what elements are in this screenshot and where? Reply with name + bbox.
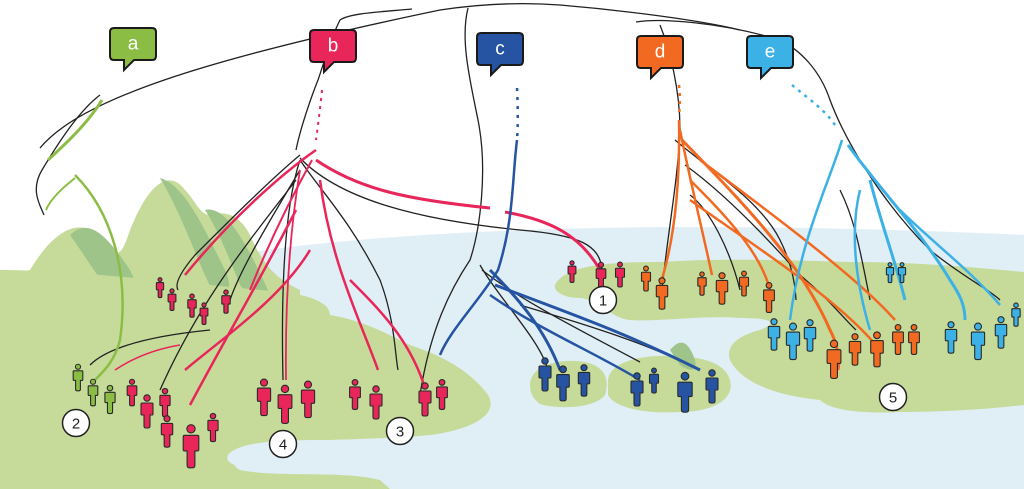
person-icon [705, 369, 719, 404]
marker-circle [61, 408, 91, 438]
person-icon [369, 385, 383, 420]
numbered-markers: 1 2 3 4 5 [61, 285, 908, 459]
person-icon [630, 372, 644, 407]
person-icon [104, 384, 116, 415]
person-icon [767, 318, 781, 351]
person-icon [221, 289, 231, 314]
lineage-label-a: a [109, 27, 157, 73]
person-icon [994, 316, 1008, 349]
person-icon [418, 382, 432, 417]
marker-4: 4 [268, 429, 298, 459]
lineage-label-b: b [309, 29, 357, 75]
marker-5: 5 [878, 382, 908, 412]
person-icon [577, 364, 591, 397]
person-icon [538, 357, 552, 392]
callout-bubble [109, 27, 157, 73]
marker-number: 4 [279, 437, 287, 454]
person-icon [677, 371, 693, 413]
population-figures [72, 260, 1021, 469]
marker-number: 3 [396, 424, 404, 441]
person-icon [256, 378, 272, 417]
lineage-label-text: e [765, 42, 776, 63]
person-icon [207, 412, 219, 443]
marker-circle [878, 382, 908, 412]
lineage-label-e: e [746, 35, 794, 81]
lineage-labels: a b c d e [109, 27, 794, 81]
lineage-a-branches [45, 99, 124, 381]
person-icon [160, 415, 174, 448]
person-icon [648, 367, 660, 394]
person-icon [1011, 302, 1021, 327]
person-icon [892, 323, 904, 355]
lineage-e-branches [788, 84, 1001, 331]
lineage-label-text: d [655, 42, 666, 63]
person-icon [155, 277, 165, 299]
person-icon [908, 323, 920, 355]
lineage-c-branches [438, 87, 701, 382]
person-icon [826, 339, 842, 379]
marker-2: 2 [61, 408, 91, 438]
lineage-label-text: c [495, 39, 505, 60]
person-icon [785, 322, 801, 361]
callout-bubble [746, 35, 794, 81]
person-icon [885, 262, 895, 284]
marker-1: 1 [588, 285, 618, 315]
person-icon [803, 319, 817, 352]
marker-number: 2 [72, 416, 80, 433]
person-icon [655, 277, 669, 310]
person-icon [944, 321, 958, 354]
person-icon [140, 394, 154, 429]
person-icon [715, 272, 729, 305]
person-icon [349, 378, 361, 410]
marker-circle [268, 429, 298, 459]
lineage-label-text: a [128, 34, 139, 55]
person-icon [697, 271, 707, 296]
marker-3: 3 [385, 416, 415, 446]
person-icon [970, 322, 986, 361]
person-icon [167, 288, 177, 311]
lineage-label-d: d [636, 35, 684, 81]
person-icon [763, 281, 775, 313]
person-icon [187, 293, 197, 318]
person-icon [614, 261, 626, 288]
callout-bubble [309, 29, 357, 75]
person-icon [126, 378, 138, 407]
person-icon [567, 260, 577, 283]
lake [227, 439, 381, 469]
person-icon [848, 333, 862, 366]
marker-circle [588, 285, 618, 315]
lineage-b-branches [114, 89, 602, 406]
callout-bubble [636, 35, 684, 81]
person-icon [556, 365, 570, 402]
marker-number: 5 [889, 390, 897, 407]
person-icon [72, 363, 84, 392]
person-icon [897, 262, 907, 284]
person-icon [870, 331, 884, 368]
person-icon [436, 378, 448, 410]
person-icon [640, 265, 652, 292]
marker-number: 1 [599, 293, 607, 310]
person-icon [738, 270, 750, 297]
lineage-label-text: b [328, 36, 339, 57]
marker-circle [385, 416, 415, 446]
person-icon [277, 384, 293, 424]
person-icon [87, 378, 99, 407]
callout-bubble [476, 32, 524, 78]
lineage-label-c: c [476, 32, 524, 78]
person-icon [300, 380, 316, 419]
person-icon [199, 302, 209, 325]
person-icon [182, 424, 200, 469]
